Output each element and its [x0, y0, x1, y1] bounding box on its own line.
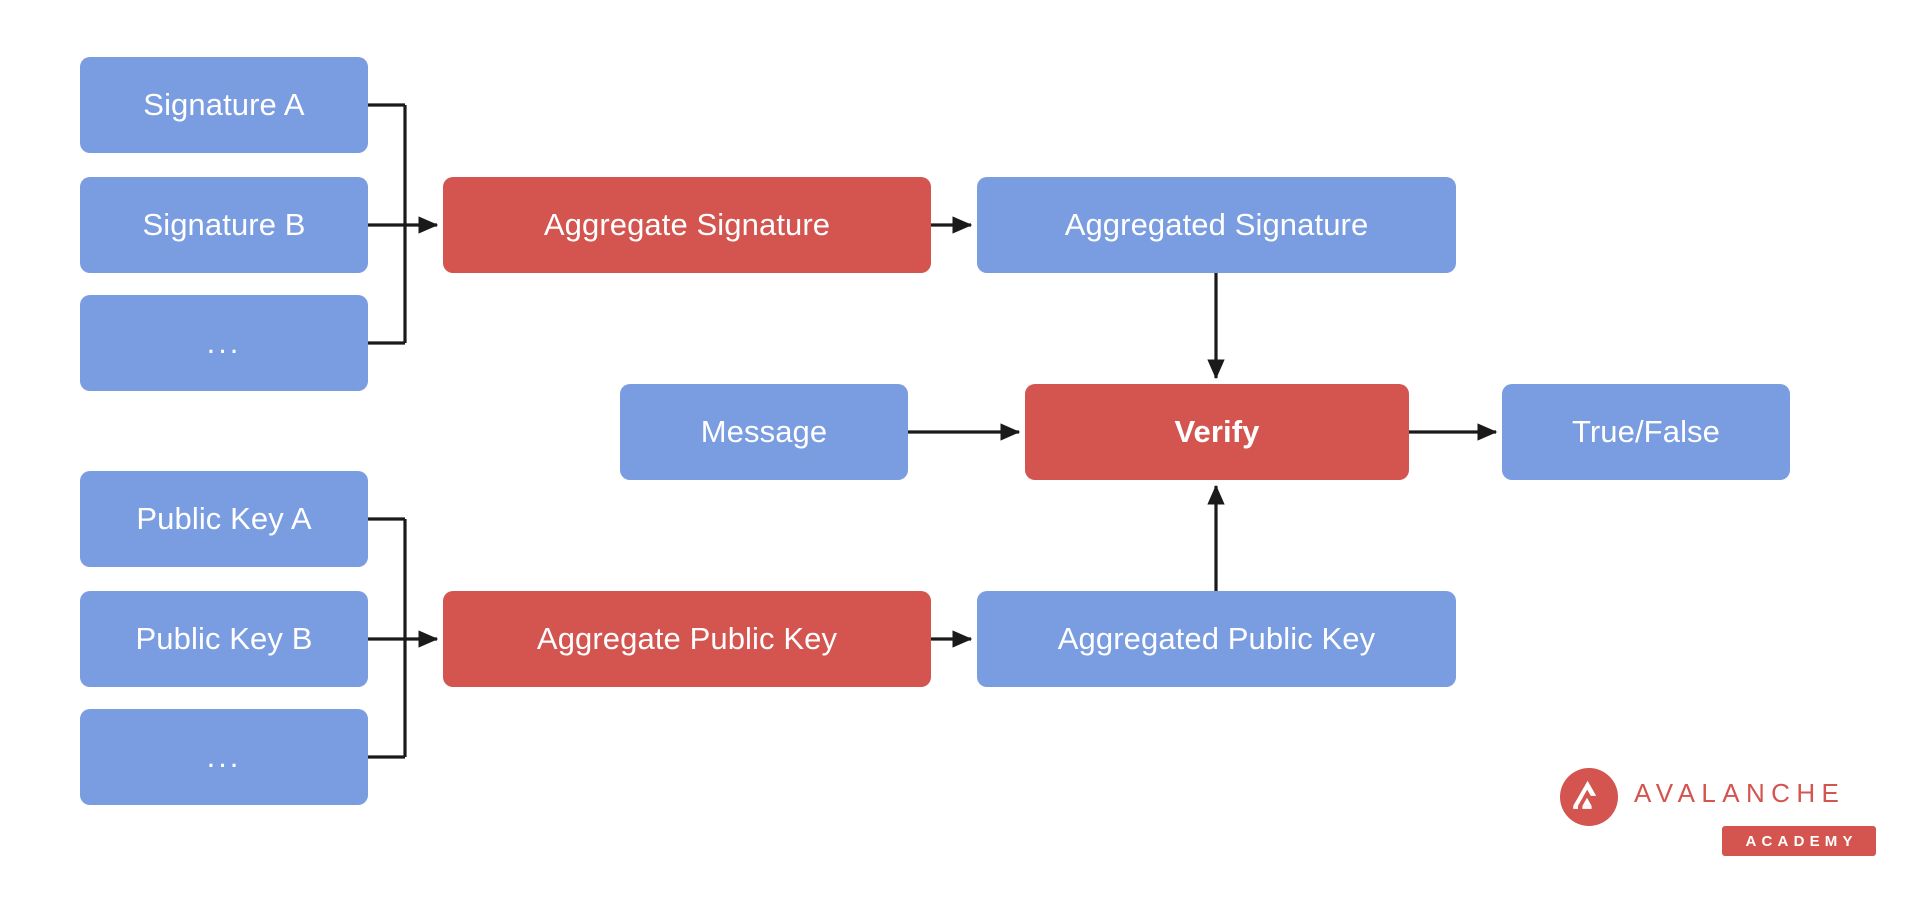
avalanche-triangle-icon [1560, 768, 1618, 826]
node-public-key-more[interactable]: ... [80, 709, 368, 805]
node-signature-more[interactable]: ... [80, 295, 368, 391]
academy-badge: ACADEMY [1722, 826, 1876, 856]
node-aggregate-signature[interactable]: Aggregate Signature [443, 177, 931, 273]
edge-signatures-to-aggregate-signature [368, 103, 439, 345]
academy-badge-label: ACADEMY [1745, 832, 1858, 850]
node-signature-a[interactable]: Signature A [80, 57, 368, 153]
node-aggregated-signature[interactable]: Aggregated Signature [977, 177, 1456, 273]
node-aggregated-public-key[interactable]: Aggregated Public Key [977, 591, 1456, 687]
avalanche-wordmark: AVALANCHE [1634, 778, 1846, 808]
node-signature-b[interactable]: Signature B [80, 177, 368, 273]
node-verify[interactable]: Verify [1025, 384, 1409, 480]
node-aggregate-public-key[interactable]: Aggregate Public Key [443, 591, 931, 687]
node-message[interactable]: Message [620, 384, 908, 480]
node-public-key-a[interactable]: Public Key A [80, 471, 368, 567]
node-true-false[interactable]: True/False [1502, 384, 1790, 480]
avalanche-academy-logo: AVALANCHE ACADEMY [1560, 766, 1880, 861]
edge-public-keys-to-aggregate-public-key [368, 517, 439, 759]
node-public-key-b[interactable]: Public Key B [80, 591, 368, 687]
